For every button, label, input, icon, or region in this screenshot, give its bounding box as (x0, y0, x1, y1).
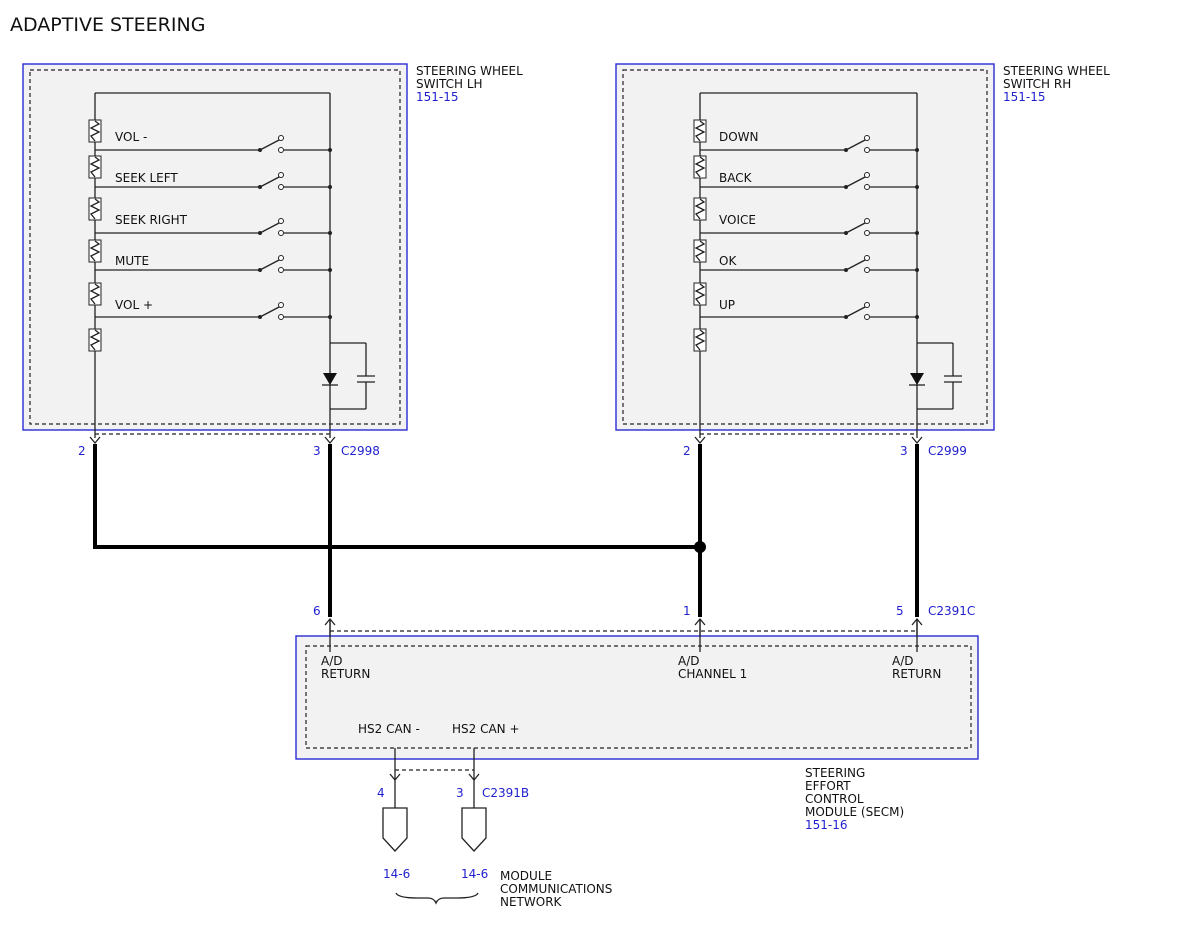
secm-input-ad-return-2-line1: A/D (892, 654, 914, 668)
rh-switch-voice (700, 218, 919, 236)
secm-input-ad-return-1-line2: RETURN (321, 667, 370, 681)
rh-diode-capacitor (909, 342, 962, 410)
rh-switch-name-line1: STEERING WHEEL (1003, 64, 1110, 78)
secm-pin-1: 1 (683, 604, 691, 618)
rh-label-back: BACK (719, 171, 753, 185)
secm-pin-6: 6 (313, 604, 321, 618)
rh-switch-up (700, 302, 919, 320)
lh-label-seek-right: SEEK RIGHT (115, 213, 188, 227)
rh-switch-outline (615, 63, 995, 431)
rh-label-ok: OK (719, 254, 737, 268)
rh-resistor (693, 239, 707, 263)
rh-resistor (693, 119, 707, 143)
secm-input-ad-return-1-line1: A/D (321, 654, 343, 668)
network-line3: NETWORK (500, 895, 563, 909)
steering-wheel-switch-rh: STEERING WHEEL SWITCH RH 151-15 (615, 63, 1110, 438)
secm-reference[interactable]: 151-16 (805, 818, 848, 832)
secm-hs2-can-plus: HS2 CAN + (452, 722, 520, 736)
lh-switch-mute (95, 255, 332, 273)
splice-dot (694, 541, 706, 553)
secm-name-line3: CONTROL (805, 792, 864, 806)
can-minus-pin: 4 (377, 786, 385, 800)
secm-outline (295, 635, 979, 760)
rh-pin-2: 2 (683, 444, 691, 458)
rh-switch-name-line2: SWITCH RH (1003, 77, 1071, 91)
lh-label-vol-plus: VOL + (115, 298, 153, 312)
can-minus-page-ref-icon (382, 807, 408, 852)
secm-hs2-can-minus: HS2 CAN - (358, 722, 420, 736)
lh-switch-name-line1: STEERING WHEEL (416, 64, 523, 78)
lh-switch-name-line2: SWITCH LH (416, 77, 483, 91)
lh-resistor (88, 328, 102, 352)
rh-resistor (693, 328, 707, 352)
lh-pin-3: 3 (313, 444, 321, 458)
rh-switch-dashed-border (622, 69, 988, 425)
can-plus-page-ref-icon (461, 807, 487, 852)
rh-pin3-chevron (911, 436, 923, 445)
lh-switch-vol-plus (95, 302, 332, 320)
steering-wheel-switch-lh: STEERING WHEEL SWITCH LH 151-15 (22, 63, 523, 438)
lh-switch-seek-right (95, 218, 332, 236)
rh-resistor (693, 155, 707, 179)
secm-input-ad-return-2-line2: RETURN (892, 667, 941, 681)
lh-diode-capacitor (322, 342, 375, 410)
lh-switch-vol-minus (95, 135, 332, 153)
rh-switch-down (700, 135, 919, 153)
secm-name-line2: EFFORT (805, 779, 851, 793)
secm-dashed-border (305, 645, 972, 749)
lh-switch-reference[interactable]: 151-15 (416, 90, 459, 104)
secm-input-ad-channel1-line1: A/D (678, 654, 700, 668)
lh-resistor (88, 239, 102, 263)
lh-switch-dashed-border (29, 69, 401, 425)
secm-pin-5: 5 (896, 604, 904, 618)
can-plus-chevron (468, 773, 480, 782)
lh-pin3-chevron (324, 436, 336, 445)
secm-name-line1: STEERING (805, 766, 865, 780)
secm-name-line4: MODULE (SECM) (805, 805, 904, 819)
lh-resistor (88, 155, 102, 179)
c2999-connector-label[interactable]: C2999 (928, 444, 967, 458)
rh-switch-reference[interactable]: 151-15 (1003, 90, 1046, 104)
can-minus-page-ref[interactable]: 14-6 (383, 867, 410, 881)
lh-switch-seek-left (95, 172, 332, 190)
rh-switch-back (700, 172, 919, 190)
rh-resistor (693, 197, 707, 221)
lh-resistor (88, 197, 102, 221)
lh-label-seek-left: SEEK LEFT (115, 171, 178, 185)
rh-label-up: UP (719, 298, 735, 312)
diagram-title: ADAPTIVE STEERING (10, 14, 205, 36)
rh-pin-3: 3 (900, 444, 908, 458)
rh-resistor (693, 282, 707, 306)
network-line2: COMMUNICATIONS (500, 882, 612, 896)
rh-label-down: DOWN (719, 130, 759, 144)
lh-resistor (88, 282, 102, 306)
lh-resistor (88, 119, 102, 143)
steering-effort-control-module: A/D RETURN A/D CHANNEL 1 A/D RETURN HS2 … (295, 619, 979, 832)
rh-pin2-chevron (694, 436, 706, 445)
lh-pin2-chevron (89, 436, 101, 445)
c2391c-connector-label[interactable]: C2391C (928, 604, 975, 618)
network-brace-icon (395, 892, 479, 905)
lh-label-vol-minus: VOL - (115, 130, 147, 144)
rh-label-voice: VOICE (719, 213, 756, 227)
can-plus-pin: 3 (456, 786, 464, 800)
lh-label-mute: MUTE (115, 254, 149, 268)
can-plus-page-ref[interactable]: 14-6 (461, 867, 488, 881)
lh-switch-outline (22, 63, 408, 431)
c2998-connector-label[interactable]: C2998 (341, 444, 380, 458)
c2391b-connector-label[interactable]: C2391B (482, 786, 529, 800)
can-bus-connections: 4 3 C2391B 14-6 14-6 MODULE COMMUNICATIO… (377, 748, 612, 909)
network-line1: MODULE (500, 869, 552, 883)
lh-pin-2: 2 (78, 444, 86, 458)
can-minus-chevron (389, 773, 401, 782)
rh-switch-ok (700, 255, 919, 273)
secm-input-ad-channel1-line2: CHANNEL 1 (678, 667, 747, 681)
wire-lh-pin2-to-splice (93, 444, 700, 549)
